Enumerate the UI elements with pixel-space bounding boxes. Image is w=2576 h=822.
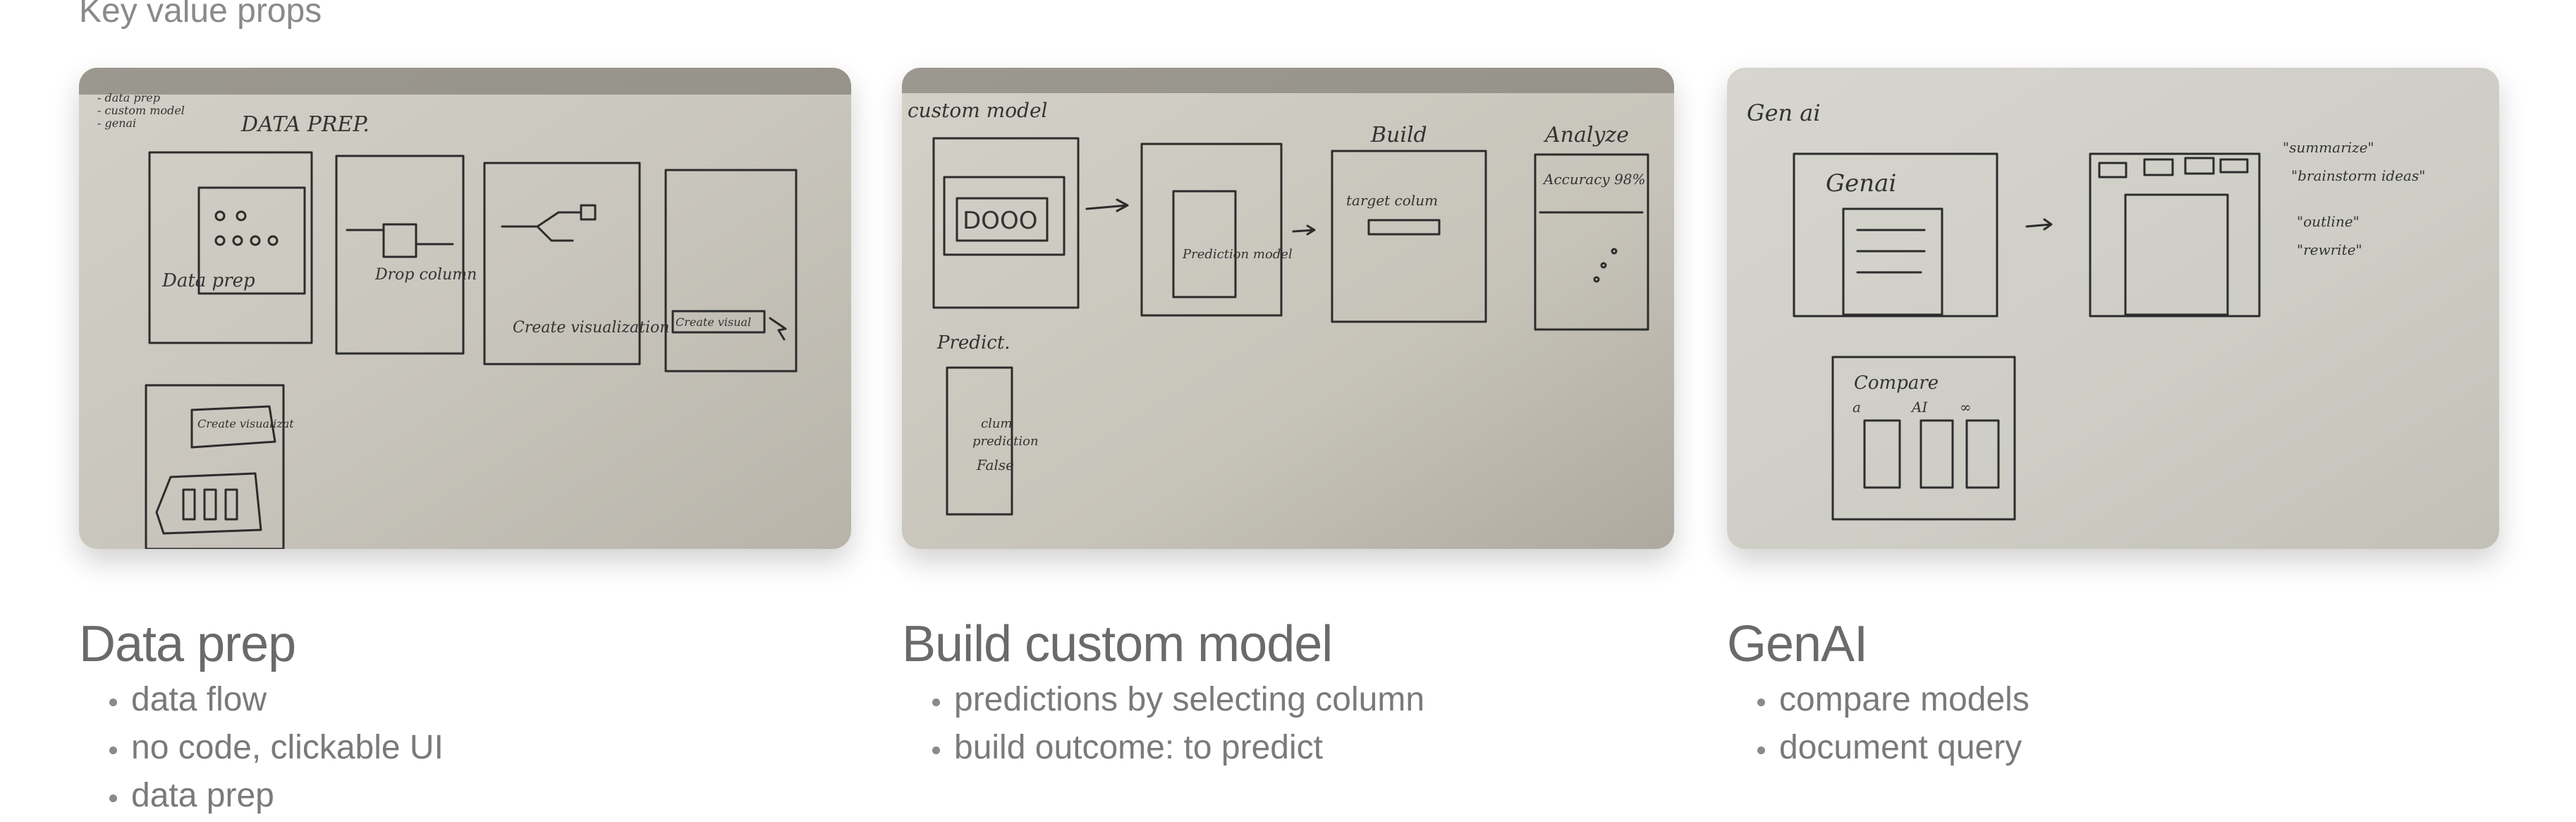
card-title-build-custom-model: Build custom model (902, 616, 1333, 672)
sketch-label: Data prep (161, 270, 255, 291)
card-data-prep[interactable]: - data prep - custom model - genai DATA … (79, 68, 851, 549)
bullet-item: data prep (130, 772, 444, 820)
sketch-label: "summarize" (2283, 139, 2374, 156)
bullet-list-data-prep: data flow no code, clickable UI data pre… (79, 676, 444, 820)
sketch-label: Drop column (374, 266, 477, 284)
sketch-label: "rewrite" (2297, 241, 2362, 258)
card-title-genai: GenAI (1727, 616, 1868, 672)
sketch-note: - genai (97, 116, 136, 130)
sketch-label: clum (981, 416, 1013, 431)
sketch-label: Predict. (936, 332, 1011, 353)
bullet-item: build outcome: to predict (953, 724, 1424, 772)
card-title-data-prep: Data prep (79, 616, 296, 672)
sketch-label: "brainstorm ideas" (2291, 167, 2425, 184)
sketch-label: prediction (972, 434, 1039, 449)
sketch-heading: Gen ai (1747, 99, 1821, 126)
whiteboard-sketch-custom-model[interactable]: custom model Build Analyze DOOO Predicti… (902, 68, 1674, 549)
sketch-label: ∞ (1960, 399, 1972, 416)
sketch-label: Compare (1854, 373, 1939, 394)
bullet-list-genai: compare models document query (1727, 676, 2029, 772)
sketch-label: Prediction model (1182, 247, 1293, 262)
bullet-item: no code, clickable UI (130, 724, 444, 772)
bullet-item: compare models (1778, 676, 2029, 724)
sketch-heading: custom model (908, 99, 1048, 122)
sketch-label: "outline" (2297, 213, 2360, 230)
sketch-label: target colum (1346, 192, 1438, 209)
sketch-label: Accuracy 98% (1542, 171, 1646, 188)
sketch-label: AI (1910, 399, 1928, 416)
sketch-label: False (976, 457, 1014, 473)
sketch-label: a (1852, 399, 1861, 416)
bullet-item: data flow (130, 676, 444, 724)
card-build-custom-model[interactable]: custom model Build Analyze DOOO Predicti… (902, 68, 1674, 549)
card-genai[interactable]: Gen ai Genai "summarize" "brainstorm ide… (1727, 68, 2499, 549)
sketch-note: - custom model (97, 104, 185, 117)
bullet-item: document query (1778, 724, 2029, 772)
whiteboard-sketch-genai[interactable]: Gen ai Genai "summarize" "brainstorm ide… (1727, 68, 2499, 549)
sketch-label: Create visual (676, 315, 751, 329)
bullet-item: predictions by selecting column (953, 676, 1424, 724)
sketch-label: Genai (1826, 169, 1896, 198)
sketch-heading: DATA PREP. (240, 112, 370, 137)
sketch-label: DOOO (963, 207, 1037, 235)
section-heading: Key value props (79, 0, 322, 30)
sketch-label: Build (1370, 123, 1427, 147)
sketch-note: - data prep (97, 91, 160, 104)
whiteboard-sketch-data-prep[interactable]: - data prep - custom model - genai DATA … (79, 68, 851, 549)
sketch-label: Create visualization (513, 319, 669, 337)
sketch-label: Create visualizat (197, 417, 294, 430)
bullet-list-build-custom-model: predictions by selecting column build ou… (902, 676, 1424, 772)
sketch-label: Analyze (1543, 123, 1629, 147)
